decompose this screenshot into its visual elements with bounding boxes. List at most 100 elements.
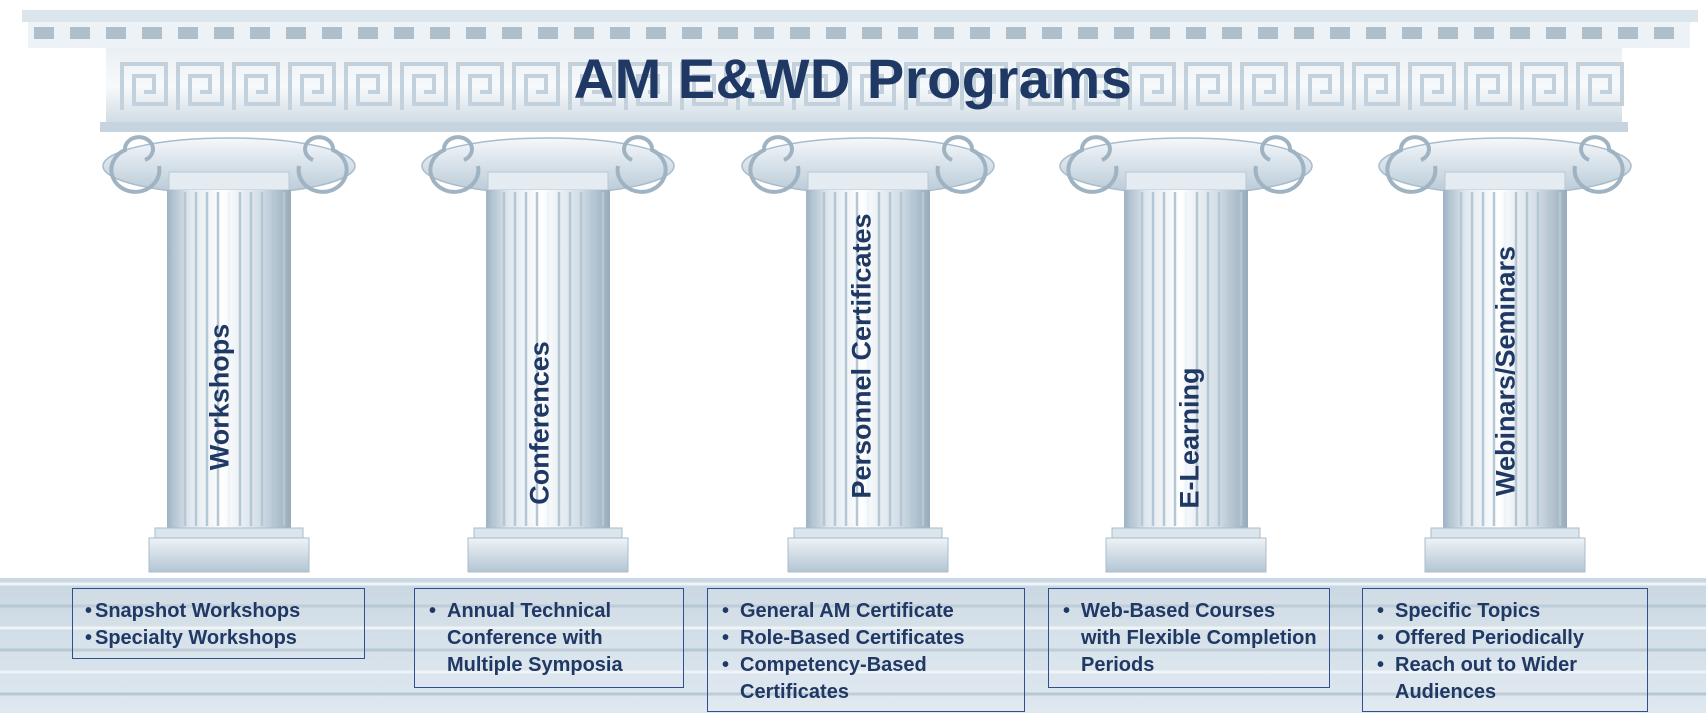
greek-key-motif [176,62,224,110]
cornice-dentil [286,27,306,39]
cornice-dentil [1618,27,1638,39]
volute-left [1066,135,1119,194]
pillar-label-workshops: Workshops [204,323,235,471]
pillar-label-conferences: Conferences [524,341,555,505]
column-base-plinth [467,537,629,573]
cornice-dentil [1438,27,1458,39]
column-base-plinth [148,537,310,573]
info-box-personnel-certificates: General AM Certificate Role-Based Certif… [707,588,1025,712]
capital-neck [1444,171,1566,191]
cornice-dentil [34,27,54,39]
column-base-torus [154,527,304,539]
column-base-plinth [1424,537,1586,573]
greek-key-motif [1128,62,1176,110]
greek-key-motif [232,62,280,110]
cornice-dentil [754,27,774,39]
capital-neck [1125,171,1247,191]
greek-key-motif [1072,62,1120,110]
cornice-dentil [862,27,882,39]
capital-neck [807,171,929,191]
capital-neck [168,171,290,191]
volute-right [1572,135,1625,194]
cornice-dentil [934,27,954,39]
greek-key-motif [736,62,784,110]
list-item: Reach out to Wider Audiences [1375,652,1637,706]
volute-left [428,135,481,194]
greek-key-motif [904,62,952,110]
cornice-dentil [1006,27,1026,39]
greek-key-motif [1408,62,1456,110]
volute-right [1253,135,1306,194]
column-base-plinth [787,537,949,573]
volute-left [748,135,801,194]
cornice-dentil [502,27,522,39]
cornice-dentil [70,27,90,39]
cornice-dentil [718,27,738,39]
greek-key-motif [1576,62,1624,110]
list-item: Role-Based Certificates [720,625,1014,652]
cornice-dentil [1222,27,1242,39]
volute-left [1385,135,1438,194]
cornice-dentil [1366,27,1386,39]
cornice-dentil [1510,27,1530,39]
cornice-dentil [1294,27,1314,39]
greek-key-motif [1464,62,1512,110]
list-item: Annual Technical Conference with Multipl… [427,598,673,679]
cornice-dentil [1078,27,1098,39]
info-box-conferences: Annual Technical Conference with Multipl… [414,588,684,688]
pillar-label-webinars-seminars: Webinars/Seminars [1490,245,1521,497]
list-item: Specific Topics [1375,598,1637,625]
cornice-dentil [466,27,486,39]
cornice-dentil [1654,27,1674,39]
cornice-dentil [1150,27,1170,39]
cornice-dentil [610,27,630,39]
cornice-dentil [646,27,666,39]
volute-right [935,135,988,194]
cornice-dentil [790,27,810,39]
cornice-dentil [1330,27,1350,39]
cornice-dentil [1582,27,1602,39]
greek-key-motif [1240,62,1288,110]
cornice-dentil [358,27,378,39]
greek-key-motif [1352,62,1400,110]
greek-key-motif [288,62,336,110]
cornice-dentil [1042,27,1062,39]
list-item: Specialty Workshops [85,625,354,652]
page-title: AM E&WD Programs [573,47,1133,110]
greek-key-motif [120,62,168,110]
cornice-dentil [574,27,594,39]
greek-key-motif [1184,62,1232,110]
cornice-dentil [142,27,162,39]
cornice-top [22,10,1698,22]
cornice-dentil [898,27,918,39]
greek-key-motif [848,62,896,110]
greek-key-motif [512,62,560,110]
list-item: Competency-Based Certificates [720,652,1014,706]
cornice-dentil [1402,27,1422,39]
cornice-dentil [430,27,450,39]
cornice-dentil [1114,27,1134,39]
cornice-dentil [1474,27,1494,39]
cornice-dentil [826,27,846,39]
pillar-label-personnel-certificates: Personnel Certificates [846,213,877,499]
greek-key-motif [400,62,448,110]
greek-key-motif [1296,62,1344,110]
cornice-dentil [1186,27,1206,39]
frieze-ledge [100,122,1628,132]
info-box-e-learning: Web-Based Courses with Flexible Completi… [1048,588,1330,688]
column-base-torus [793,527,943,539]
greek-key-motif [568,62,616,110]
greek-key-motif [1520,62,1568,110]
cornice-dentil [1258,27,1278,39]
greek-key-motif [456,62,504,110]
cornice-dentil [106,27,126,39]
cornice-dentil [178,27,198,39]
volute-left [109,135,162,194]
cornice-dentil [394,27,414,39]
greek-key-motif [960,62,1008,110]
column-base-plinth [1105,537,1267,573]
info-box-webinars-seminars: Specific Topics Offered Periodically Rea… [1362,588,1648,712]
greek-key-motif [624,62,672,110]
capital-neck [487,171,609,191]
volute-right [296,135,349,194]
